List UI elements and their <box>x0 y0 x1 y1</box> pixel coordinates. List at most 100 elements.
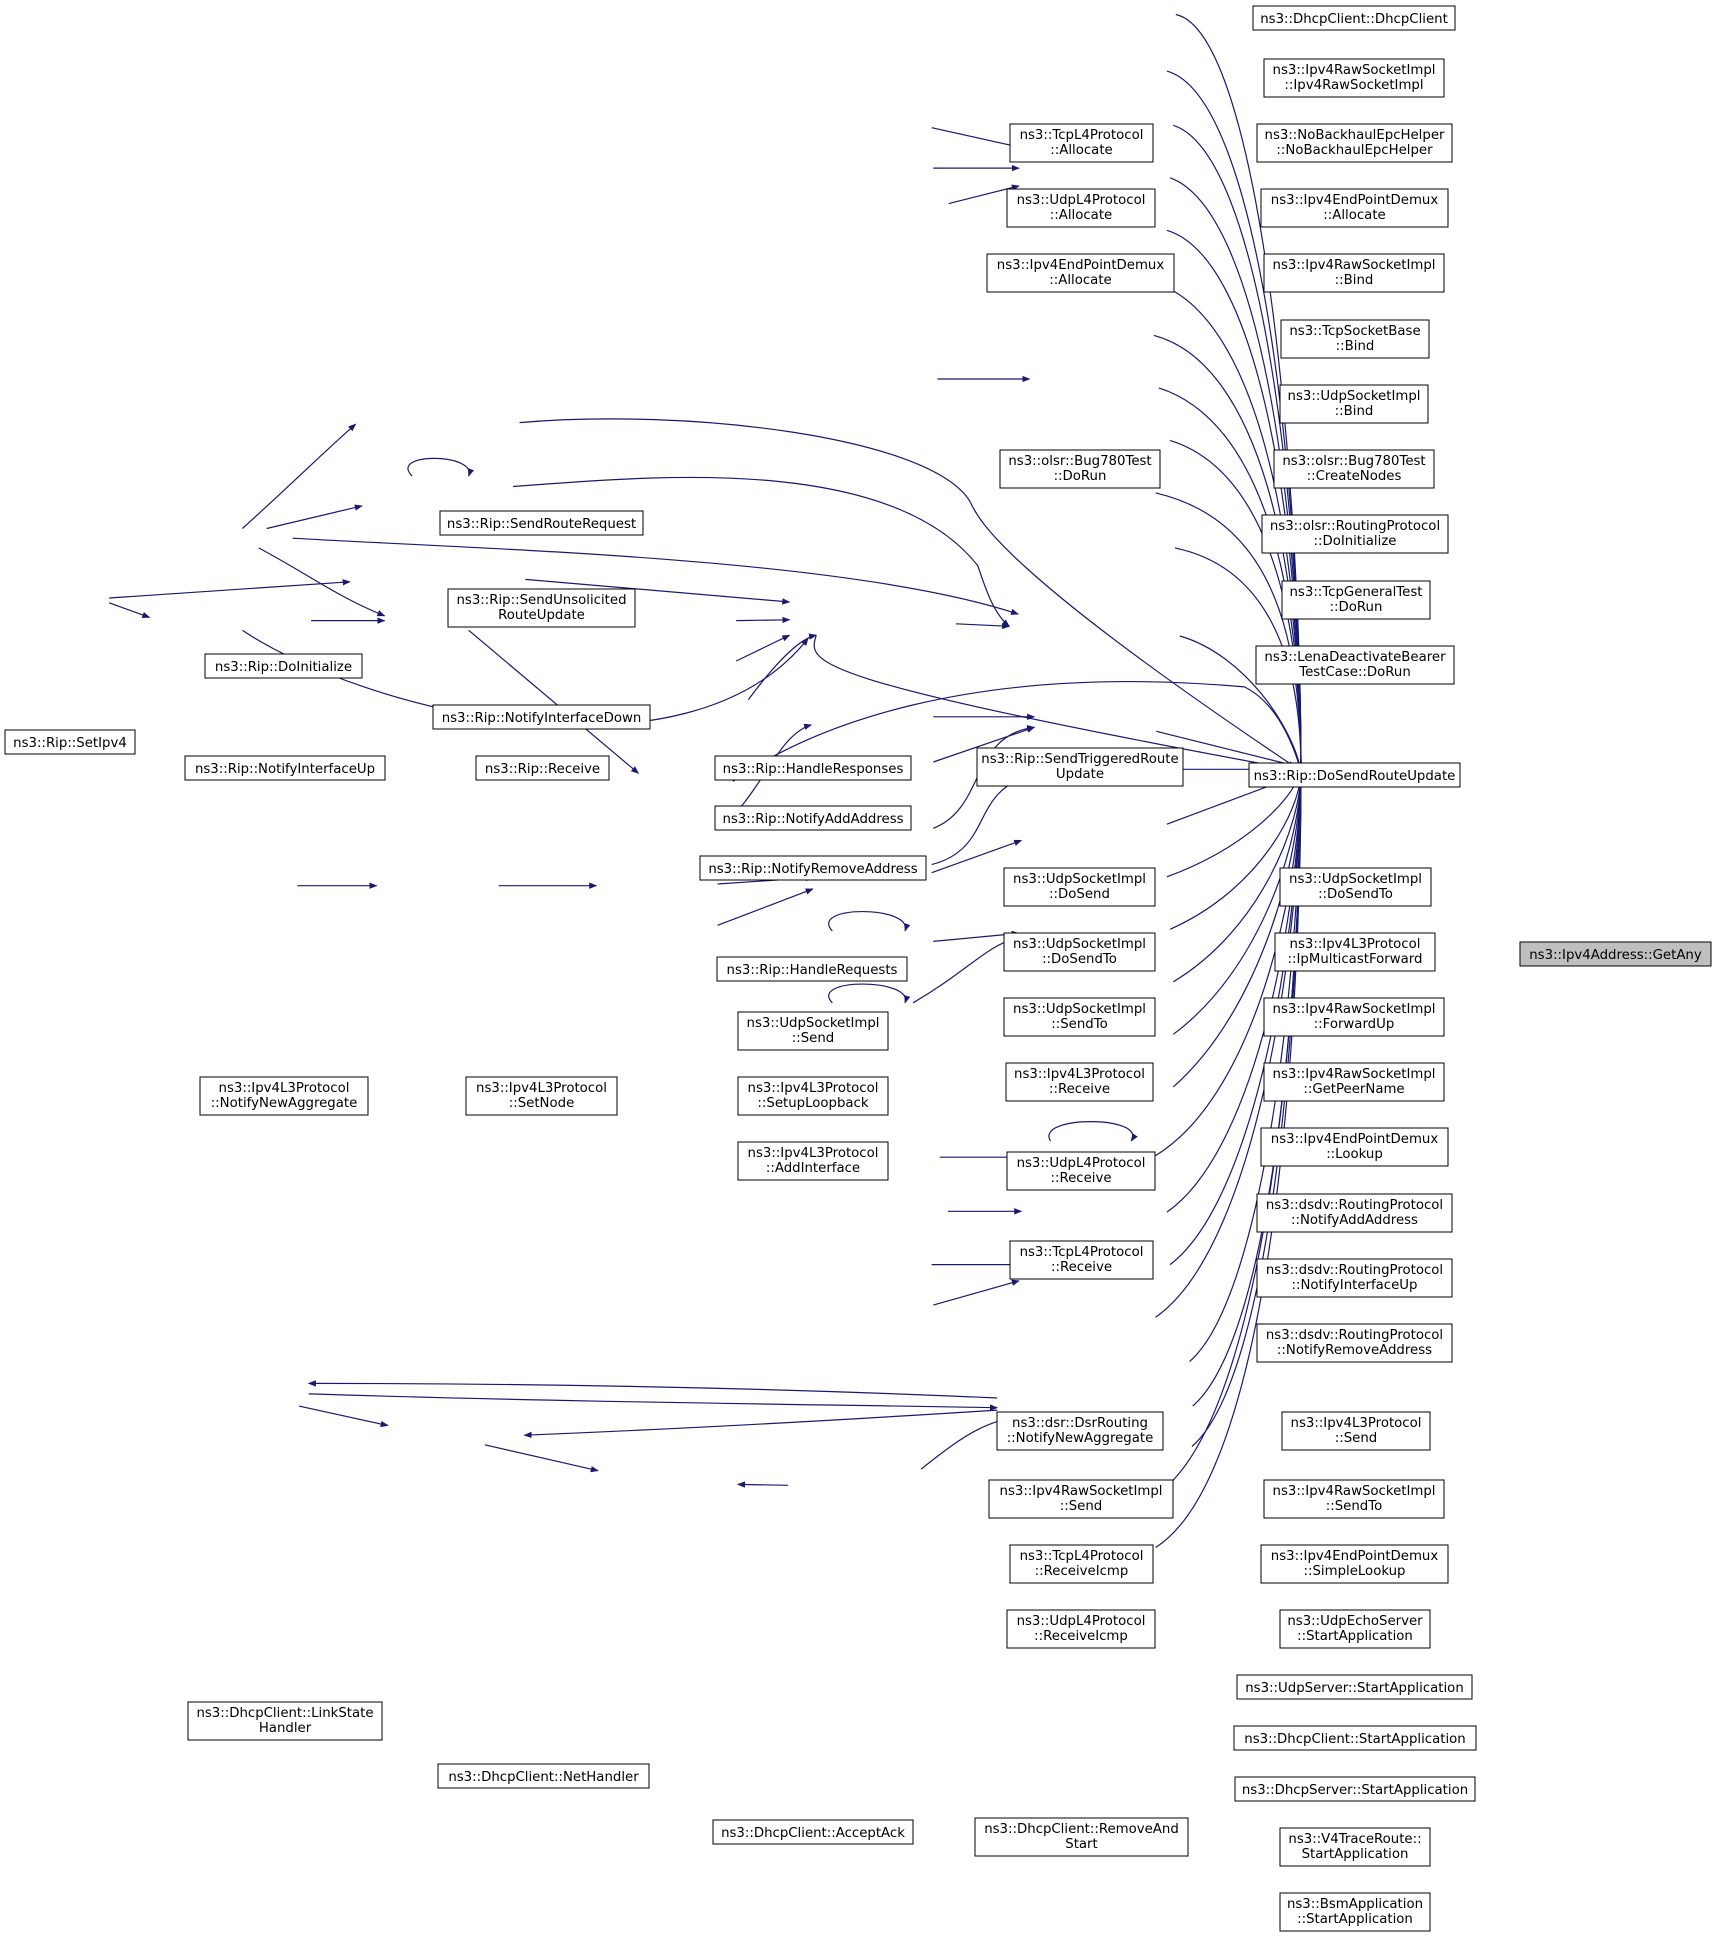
node-l3-setnode[interactable]: ns3::Ipv4L3Protocol::SetNode <box>465 1076 618 1116</box>
node-demux-alloc[interactable]: ns3::Ipv4EndPointDemux::Allocate <box>1260 188 1449 228</box>
call-edge-rip_receive_doinit <box>258 547 386 617</box>
node-label-line: ns3::dsdv::RoutingProtocol <box>1266 1198 1443 1213</box>
node-bsm[interactable]: ns3::BsmApplication::StartApplication <box>1279 1892 1431 1932</box>
node-rawsock-peer[interactable]: ns3::Ipv4RawSocketImpl::GetPeerName <box>1263 1062 1445 1102</box>
node-dsr-notify[interactable]: ns3::dsr::DsrRouting::NotifyNewAggregate <box>996 1411 1164 1451</box>
node-l3-addif[interactable]: ns3::Ipv4L3Protocol::AddInterface <box>737 1141 889 1181</box>
node-rip-remaddr[interactable]: ns3::Rip::NotifyRemoveAddress <box>699 855 927 881</box>
node-box <box>1263 253 1445 293</box>
node-rawsock-send[interactable]: ns3::Ipv4RawSocketImpl::Send <box>988 1479 1174 1519</box>
node-rip-dosend[interactable]: ns3::Rip::DoSendRouteUpdate <box>1248 762 1461 788</box>
node-l3-receive[interactable]: ns3::Ipv4L3Protocol::Receive <box>1005 1062 1154 1102</box>
node-olsr-init[interactable]: ns3::olsr::RoutingProtocol::DoInitialize <box>1261 514 1449 554</box>
node-rawsock-ctor[interactable]: ns3::Ipv4RawSocketImpl::Ipv4RawSocketImp… <box>1263 58 1445 98</box>
node-bug780-dorun[interactable]: ns3::olsr::Bug780Test::DoRun <box>999 449 1161 489</box>
node-tcpsock-bind[interactable]: ns3::TcpSocketBase::Bind <box>1280 319 1430 359</box>
node-rawsock-bind[interactable]: ns3::Ipv4RawSocketImpl::Bind <box>1263 253 1445 293</box>
node-udpsock-send[interactable]: ns3::UdpSocketImpl::Send <box>737 1011 889 1051</box>
node-box <box>1005 1062 1154 1102</box>
node-rip-handlereq[interactable]: ns3::Rip::HandleRequests <box>716 956 908 982</box>
node-dsdv-add[interactable]: ns3::dsdv::RoutingProtocol::NotifyAddAdd… <box>1256 1193 1453 1233</box>
node-rip-receive[interactable]: ns3::Rip::Receive <box>475 755 610 781</box>
node-udpl4-receive[interactable]: ns3::UdpL4Protocol::Receive <box>1006 1151 1156 1191</box>
node-udpl4-icmp[interactable]: ns3::UdpL4Protocol::ReceiveIcmp <box>1006 1609 1156 1649</box>
node-tcpgeneral[interactable]: ns3::TcpGeneralTest::DoRun <box>1281 580 1431 620</box>
call-edge-udpsock_dosendto_l_dosendto <box>933 726 1036 763</box>
node-demux-lookup[interactable]: ns3::Ipv4EndPointDemux::Lookup <box>1260 1127 1449 1167</box>
node-label-line: ns3::Ipv4RawSocketImpl <box>1273 63 1436 78</box>
call-edge-tcpl4_receive_lookup <box>912 936 1020 1004</box>
node-rip-setipv4[interactable]: ns3::Rip::SetIpv4 <box>4 729 136 755</box>
call-edge-tcpgeneral <box>1155 492 1305 772</box>
node-label-line: ns3::Ipv4RawSocketImpl <box>1000 1484 1163 1499</box>
node-label-line: ns3::Ipv4EndPointDemux <box>1271 1132 1439 1147</box>
node-udpsock-dosendto[interactable]: ns3::UdpSocketImpl::DoSendTo <box>1279 867 1432 907</box>
node-udpsock-dosend[interactable]: ns3::UdpSocketImpl::DoSend <box>1003 867 1156 907</box>
node-tcpl4-receive[interactable]: ns3::TcpL4Protocol::Receive <box>1009 1240 1154 1280</box>
node-dhcp-start[interactable]: ns3::DhcpClient::StartApplication <box>1233 1725 1477 1751</box>
node-udpserver[interactable]: ns3::UdpServer::StartApplication <box>1236 1674 1473 1700</box>
node-label-line: Start <box>1065 1837 1097 1852</box>
node-box <box>1234 1776 1476 1802</box>
node-tcpl4-alloc[interactable]: ns3::TcpL4Protocol::Allocate <box>1009 123 1154 163</box>
node-label-line: ::DoInitialize <box>1314 534 1397 549</box>
node-box <box>737 1076 889 1116</box>
node-rip-doinit[interactable]: ns3::Rip::DoInitialize <box>204 653 363 679</box>
node-rip-ifup[interactable]: ns3::Rip::NotifyInterfaceUp <box>184 755 386 781</box>
call-edge-udpl4_icmp_simple <box>933 1279 1020 1306</box>
node-rip-handleresp[interactable]: ns3::Rip::HandleResponses <box>714 755 912 781</box>
node-label-line: ns3::Rip::HandleRequests <box>727 963 898 978</box>
node-demux-simple[interactable]: ns3::Ipv4EndPointDemux::SimpleLookup <box>1260 1544 1449 1584</box>
node-label-line: ns3::UdpL4Protocol <box>1017 1156 1146 1171</box>
node-label-line: StartApplication <box>1302 1847 1409 1862</box>
call-edge-rawsock_bind <box>1166 229 1305 772</box>
node-label-line: ::GetPeerName <box>1303 1082 1404 1097</box>
node-box <box>1263 58 1445 98</box>
node-rawsock-fwdup[interactable]: ns3::Ipv4RawSocketImpl::ForwardUp <box>1263 997 1445 1037</box>
node-dhcpclient-ctor[interactable]: ns3::DhcpClient::DhcpClient <box>1252 5 1456 31</box>
node-rip-addaddr[interactable]: ns3::Rip::NotifyAddAddress <box>714 805 912 831</box>
node-udpl4-alloc[interactable]: ns3::UdpL4Protocol::Allocate <box>1006 188 1156 228</box>
node-label-line: ns3::UdpSocketImpl <box>1013 937 1146 952</box>
node-dhcp-net[interactable]: ns3::DhcpClient::NetHandler <box>437 1763 650 1789</box>
node-label-line: ::Lookup <box>1326 1147 1383 1162</box>
node-udpecho[interactable]: ns3::UdpEchoServer::StartApplication <box>1279 1609 1431 1649</box>
node-nobackhaul[interactable]: ns3::NoBackhaulEpcHelper::NoBackhaulEpcH… <box>1256 123 1453 163</box>
node-label-line: ::DoSend <box>1049 887 1110 902</box>
node-box <box>1279 1827 1431 1867</box>
node-l3-ipmcast[interactable]: ns3::Ipv4L3Protocol::IpMulticastForward <box>1274 932 1436 972</box>
node-rip-ifdown[interactable]: ns3::Rip::NotifyInterfaceDown <box>432 704 651 730</box>
node-label-line: ns3::Rip::NotifyInterfaceDown <box>442 711 642 726</box>
node-rip-sendreq[interactable]: ns3::Rip::SendRouteRequest <box>439 510 644 536</box>
node-dsdv-rem[interactable]: ns3::dsdv::RoutingProtocol::NotifyRemove… <box>1256 1323 1453 1363</box>
node-bug780-create[interactable]: ns3::olsr::Bug780Test::CreateNodes <box>1273 449 1435 489</box>
node-l3-notifynew[interactable]: ns3::Ipv4L3Protocol::NotifyNewAggregate <box>199 1076 369 1116</box>
node-udpsock-sendto[interactable]: ns3::UdpSocketImpl::SendTo <box>1003 997 1156 1037</box>
node-rawsock-sendto[interactable]: ns3::Ipv4RawSocketImpl::SendTo <box>1263 1479 1445 1519</box>
node-dsdv-ifup[interactable]: ns3::dsdv::RoutingProtocol::NotifyInterf… <box>1256 1258 1453 1298</box>
node-label-line: ns3::DhcpClient::NetHandler <box>448 1770 639 1785</box>
node-box <box>1256 1258 1453 1298</box>
node-tcpl4-icmp[interactable]: ns3::TcpL4Protocol::ReceiveIcmp <box>1009 1544 1154 1584</box>
node-udpsock-dosendto-l[interactable]: ns3::UdpSocketImpl::DoSendTo <box>1003 932 1156 972</box>
node-v4trace[interactable]: ns3::V4TraceRoute::StartApplication <box>1279 1827 1431 1867</box>
call-edge-rip_ifdown_trig <box>525 578 791 605</box>
node-udpsock-bind[interactable]: ns3::UdpSocketImpl::Bind <box>1279 384 1429 424</box>
call-edge-dhcp_ack_net <box>484 1444 599 1473</box>
node-label-line: ::ReceiveIcmp <box>1035 1564 1129 1579</box>
node-label-line: ns3::Rip::NotifyRemoveAddress <box>708 862 917 877</box>
node-label-line: ns3::TcpSocketBase <box>1289 324 1420 339</box>
node-label-line: ::NotifyRemoveAddress <box>1277 1343 1432 1358</box>
node-l3-setuplb[interactable]: ns3::Ipv4L3Protocol::SetupLoopback <box>737 1076 889 1116</box>
node-box <box>1248 762 1461 788</box>
node-getany[interactable]: ns3::Ipv4Address::GetAny <box>1519 941 1712 967</box>
node-dhcp-ack[interactable]: ns3::DhcpClient::AcceptAck <box>712 1819 914 1845</box>
node-demux-alloc2[interactable]: ns3::Ipv4EndPointDemux::Allocate <box>986 253 1175 293</box>
node-l3-send[interactable]: ns3::Ipv4L3Protocol::Send <box>1281 1411 1431 1451</box>
node-dhcpserver[interactable]: ns3::DhcpServer::StartApplication <box>1234 1776 1476 1802</box>
